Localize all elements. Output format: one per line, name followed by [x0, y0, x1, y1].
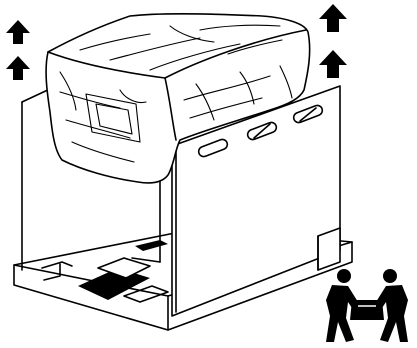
- up-arrow-icon: [6, 56, 30, 80]
- two-person-lift-icon: [326, 269, 408, 342]
- box-sleeve-front: [171, 85, 341, 317]
- up-arrow-icon: [319, 4, 347, 32]
- handle-slots: [197, 104, 324, 158]
- lift-arrows-left: [6, 20, 30, 80]
- lift-arrows-right: [319, 4, 347, 78]
- up-arrow-icon: [6, 20, 30, 44]
- wrapped-printer: [45, 12, 311, 184]
- up-arrow-icon: [319, 50, 347, 78]
